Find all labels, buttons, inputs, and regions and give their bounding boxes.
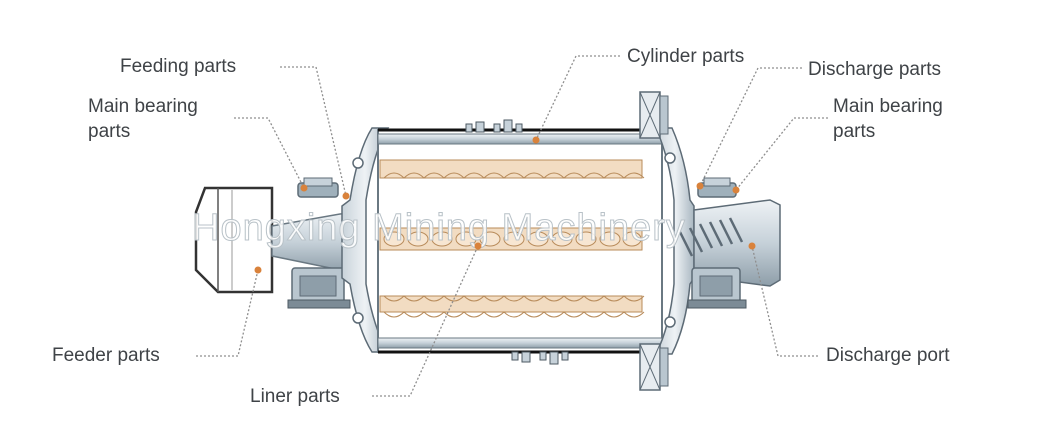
dot-discharge-port [748,242,756,250]
leader-main-bearing-left [234,117,305,189]
leader-discharge-port [751,245,818,357]
dot-main-bearing-right [732,186,740,194]
label-feeder-parts: Feeder parts [52,345,160,366]
label-discharge-parts: Discharge parts [808,59,942,80]
dot-feeding-parts [342,192,350,200]
dot-cylinder-parts [532,136,540,144]
dot-discharge-parts [696,182,704,190]
right-main-bearing [687,177,747,309]
label-cylinder-parts: Cylinder parts [627,46,745,67]
label-main-bearing-left-line2: parts [88,121,131,142]
feeder [194,186,363,294]
liner-plates [379,159,645,318]
label-feeding-parts: Feeding parts [120,56,237,77]
leader-feeder-parts [196,269,259,357]
leader-liner-parts [372,245,479,397]
watermark-text: Hongxing Mining Machinery [192,207,686,249]
label-main-bearing-left-line1: Main bearing [88,96,198,117]
dot-main-bearing-left [300,184,308,192]
leader-discharge-parts [699,67,802,187]
left-main-bearing [287,177,351,309]
label-liner-parts: Liner parts [250,386,340,407]
leader-feeding-parts [280,66,347,197]
leader-cylinder-parts [535,55,620,141]
ring-gear [639,91,669,391]
leader-lines [196,55,828,397]
callout-dots [254,136,756,274]
dot-feeder-parts [254,266,262,274]
label-main-bearing-right-line2: parts [833,121,876,142]
label-discharge-port: Discharge port [826,345,950,366]
dot-liner-parts [474,242,482,250]
leader-main-bearing-right [735,117,828,191]
label-main-bearing-right-line1: Main bearing [833,96,943,117]
discharge-end-head [654,127,695,355]
feed-end-head [341,127,390,353]
